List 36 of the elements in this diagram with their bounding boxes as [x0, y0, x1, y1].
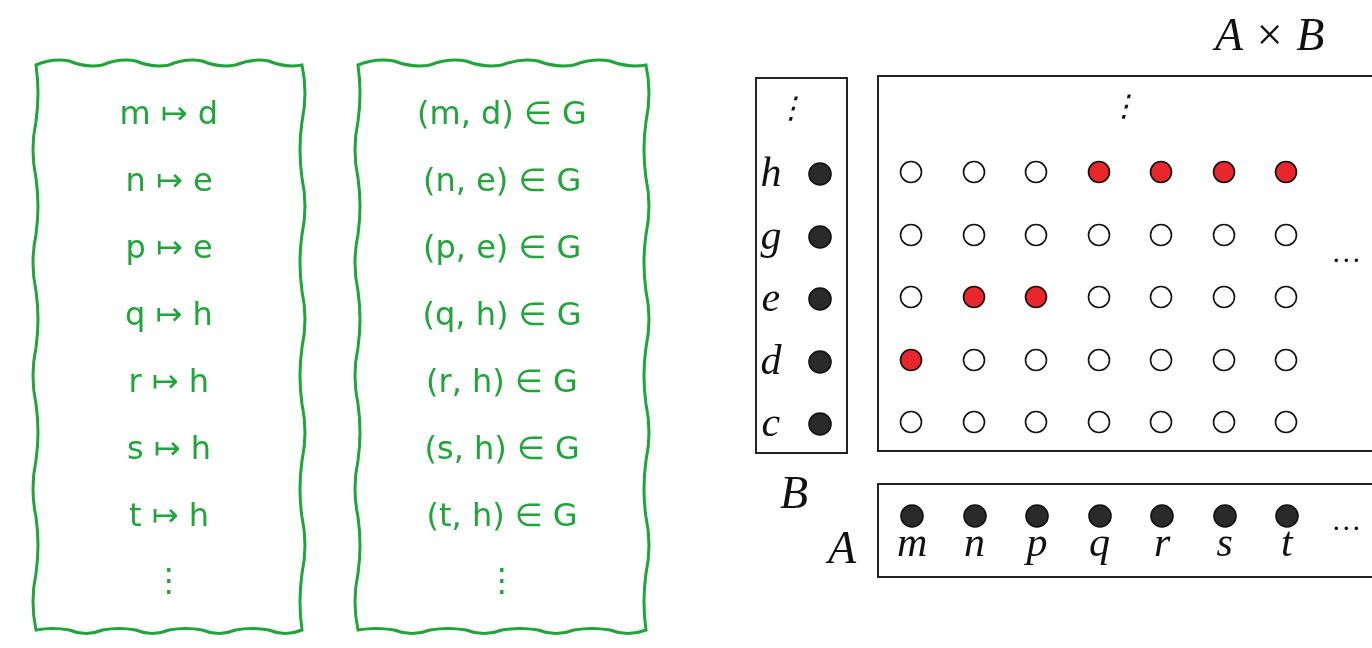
set-membership-expression: (n, e) ∈ G	[423, 164, 582, 196]
ellipsis: ⋮	[153, 564, 185, 596]
set-membership-expression: (t, h) ∈ G	[426, 499, 578, 531]
ellipsis: ⋮	[486, 564, 518, 596]
mapping-expression: r ↦ h	[128, 365, 210, 397]
ellipsis: …	[1333, 505, 1361, 535]
set-name-label: B	[780, 470, 809, 516]
element-label: h	[760, 151, 782, 193]
element-label: t	[1281, 521, 1293, 563]
ellipsis: ⋮	[1109, 91, 1139, 121]
element-label: r	[1154, 521, 1171, 563]
set-box	[877, 483, 1372, 578]
element-label: g	[760, 213, 782, 256]
element-label: c	[761, 401, 781, 443]
element-label: m	[897, 521, 928, 563]
set-membership-expression: (p, e) ∈ G	[423, 231, 582, 263]
ellipsis: …	[1333, 237, 1361, 267]
ellipsis: ⋮	[776, 93, 806, 123]
element-label: d	[760, 338, 782, 381]
set-membership-expression: (m, d) ∈ G	[417, 97, 587, 129]
mapping-expression: s ↦ h	[127, 432, 212, 464]
mapping-expression: n ↦ e	[125, 164, 213, 196]
set-membership-expression: (r, h) ∈ G	[426, 365, 578, 397]
element-label: s	[1216, 521, 1233, 563]
element-label: n	[964, 521, 985, 563]
set-membership-expression: (s, h) ∈ G	[424, 432, 580, 464]
mapping-expression: p ↦ e	[125, 231, 213, 263]
set-membership-expression: (q, h) ∈ G	[422, 298, 582, 330]
set-box	[755, 77, 848, 454]
mapping-expression: m ↦ d	[119, 97, 219, 129]
element-label: e	[761, 276, 781, 318]
mapping-expression: q ↦ h	[125, 298, 213, 330]
element-label: q	[1089, 521, 1110, 563]
mapping-expression: t ↦ h	[129, 499, 209, 531]
element-label: p	[1026, 521, 1048, 563]
set-box	[877, 75, 1372, 452]
